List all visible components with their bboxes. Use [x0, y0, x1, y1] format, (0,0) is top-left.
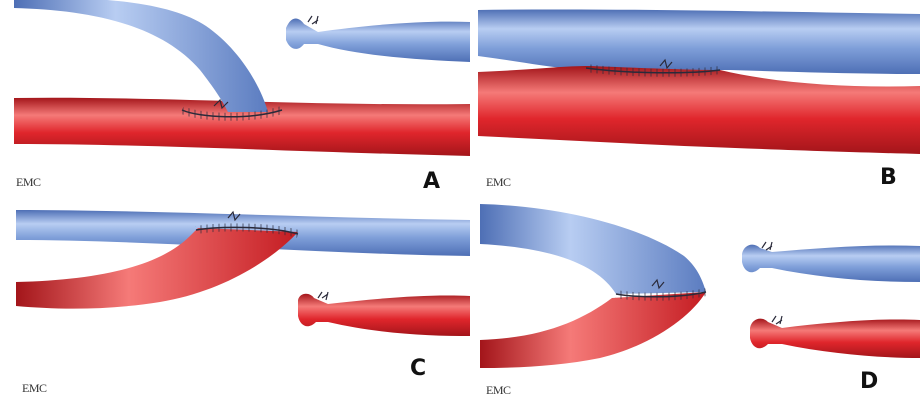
horizontal-gutter	[0, 196, 922, 202]
panel-label: D	[860, 369, 878, 394]
panel-label: B	[880, 165, 897, 190]
artery-vessel	[480, 292, 706, 368]
ligated-vein-stump	[742, 245, 920, 282]
vein-vessel	[478, 9, 920, 74]
artery-vessel	[478, 66, 920, 154]
panel-c: C EMC	[16, 210, 470, 395]
ligated-vein-stump	[286, 19, 470, 63]
emc-logo: EMC	[486, 383, 511, 397]
panel-label: C	[410, 356, 426, 381]
panel-a: A EMC	[14, 0, 470, 194]
ligated-artery-stump	[750, 319, 920, 358]
panel-b: B EMC	[478, 9, 920, 190]
panel-label: A	[423, 169, 440, 194]
ligated-artery-stump	[298, 294, 470, 336]
vein-vessel	[480, 204, 706, 294]
emc-logo: EMC	[486, 175, 511, 189]
panel-d: D EMC	[480, 204, 920, 397]
emc-logo: EMC	[16, 175, 41, 189]
vein-graft	[14, 0, 268, 112]
emc-logo: EMC	[22, 381, 47, 395]
